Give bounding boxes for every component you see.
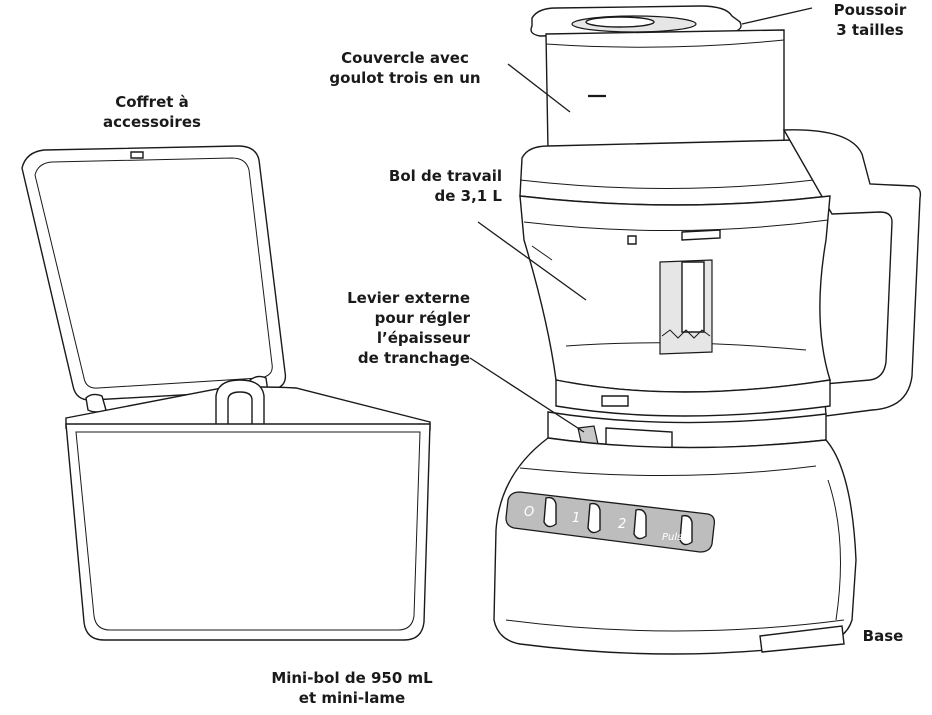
box-lid-inner: [34, 157, 273, 389]
button-speed-2-label: 2: [618, 517, 626, 532]
button-speed-1-label: 1: [572, 511, 580, 526]
box-lid-latch: [130, 151, 144, 159]
control-panel: [505, 491, 716, 553]
lid-cylinder: [545, 29, 785, 157]
leader-lines: [469, 7, 813, 433]
label-bol: Bol de travail de 3,1 L: [388, 167, 502, 205]
button-pulse-label: Pulse: [662, 532, 689, 543]
panel-dividers: [543, 496, 693, 546]
leader-poussoir: [741, 7, 813, 25]
button-off-label: O: [524, 505, 534, 520]
label-coffret: Coffret à accessoires: [103, 93, 201, 131]
leader-bol: [477, 221, 587, 301]
label-minibol: Mini-bol de 950 mL et mini-lame: [271, 669, 433, 707]
label-couvercle: Couvercle avec goulot trois en un: [329, 49, 481, 87]
box-front-inner: [75, 431, 421, 631]
box-lid: [21, 145, 287, 401]
accessory-box-illustration: [21, 145, 431, 641]
label-base: Base: [862, 627, 904, 645]
bowl-base-ring: [555, 379, 831, 417]
control-button-labels: O 1 2 Pulse: [524, 505, 689, 543]
box-front: [65, 423, 431, 641]
label-poussoir: Poussoir 3 tailles: [833, 1, 907, 39]
food-processor-illustration: O 1 2 Pulse: [493, 5, 922, 655]
leader-levier: [469, 357, 585, 433]
leader-couvercle: [507, 63, 571, 113]
label-levier: Levier externe pour régler l’épaisseur d…: [347, 289, 470, 367]
lid-rim: [519, 139, 831, 206]
bowl-handle: [782, 129, 922, 417]
